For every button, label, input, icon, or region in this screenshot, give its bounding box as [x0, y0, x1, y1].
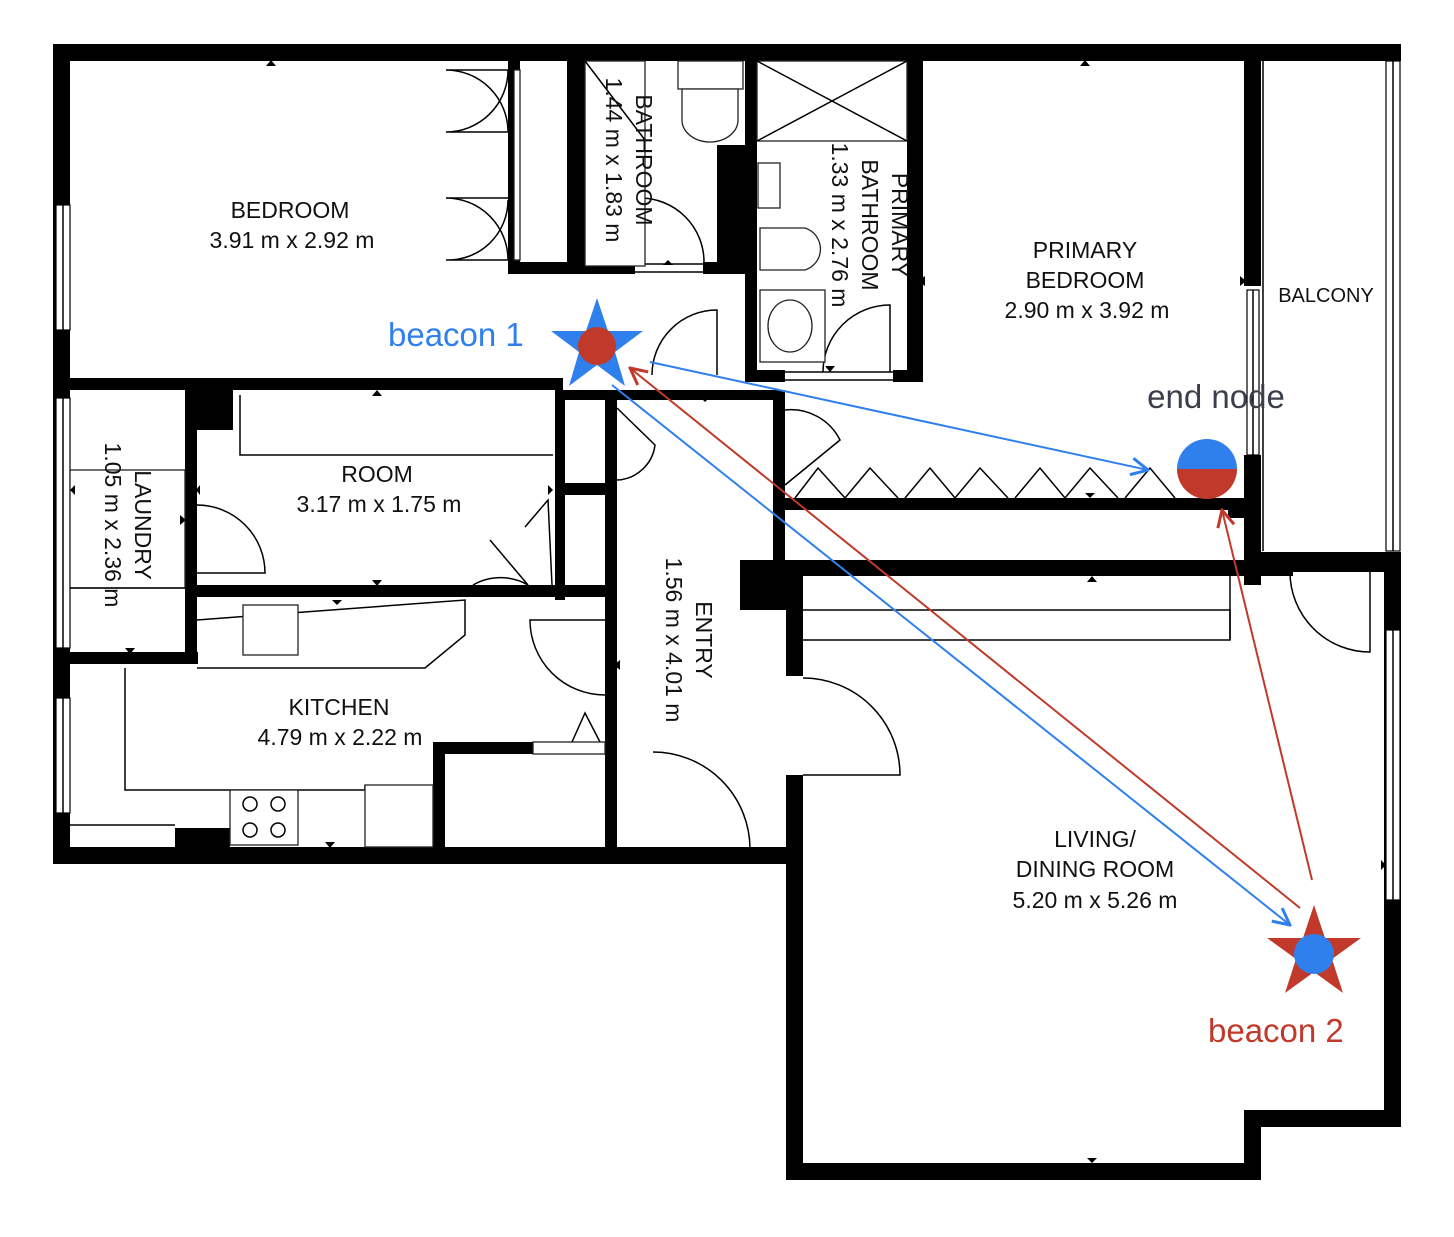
room-room-name: ROOM [341, 461, 413, 487]
end-node-label: end node [1147, 378, 1285, 415]
room-laundry-name: LAUNDRY [130, 470, 156, 580]
room-primary-bathroom-size: 1.33 m x 2.76 m [827, 143, 853, 308]
end-node-bottom-half [1177, 469, 1237, 499]
beacon-2-dot [1294, 934, 1334, 974]
room-room-size: 3.17 m x 1.75 m [297, 491, 462, 517]
arrow-beacon2-to-end-node [1222, 510, 1313, 881]
arrow-beacon2-to-beacon1 [630, 368, 1301, 909]
end-node-top-half [1177, 439, 1237, 469]
room-primary-bathroom-name-2: BATHROOM [857, 159, 883, 290]
beacon-1-label: beacon 1 [388, 316, 524, 353]
beacon-1: beacon 1 [388, 298, 643, 386]
room-living-name-1: LIVING/ [1054, 826, 1136, 852]
room-kitchen-size: 4.79 m x 2.22 m [258, 724, 423, 750]
windows [55, 60, 1401, 901]
room-bathroom-size: 1.44 m x 1.83 m [601, 78, 627, 243]
room-living-size: 5.20 m x 5.26 m [1013, 887, 1178, 913]
room-bedroom-size: 3.91 m x 2.92 m [210, 227, 375, 253]
end-node: end node [1147, 378, 1285, 499]
arrow-beacon1-to-beacon2 [611, 384, 1290, 925]
room-living-name-2: DINING ROOM [1016, 856, 1174, 882]
room-bathroom-name: BATHROOM [631, 94, 657, 225]
beacon-2: beacon 2 [1208, 905, 1361, 1049]
room-kitchen-name: KITCHEN [289, 694, 390, 720]
fixtures [70, 60, 1231, 848]
arrow-beacon1-to-end-node [649, 361, 1148, 470]
room-primary-bathroom-name-1: PRIMARY [887, 173, 913, 277]
room-entry-size: 1.56 m x 4.01 m [661, 558, 687, 723]
room-laundry-size: 1.05 m x 2.36 m [100, 443, 126, 608]
beacon-1-dot [578, 327, 616, 365]
dimension-markers [70, 60, 1386, 1163]
doors [69, 69, 1371, 863]
room-primary-bedroom-name-1: PRIMARY [1033, 237, 1137, 263]
signal-arrows [611, 361, 1313, 925]
interior-walls [53, 61, 1401, 865]
room-primary-bedroom-size: 2.90 m x 3.92 m [1005, 297, 1170, 323]
room-entry-name: ENTRY [691, 601, 717, 679]
beacon-2-label: beacon 2 [1208, 1012, 1344, 1049]
room-bedroom-name: BEDROOM [231, 197, 350, 223]
room-balcony-name: BALCONY [1278, 285, 1374, 307]
room-labels: BEDROOM 3.91 m x 2.92 m BATHROOM 1.44 m … [100, 78, 1374, 913]
room-primary-bedroom-name-2: BEDROOM [1026, 267, 1145, 293]
